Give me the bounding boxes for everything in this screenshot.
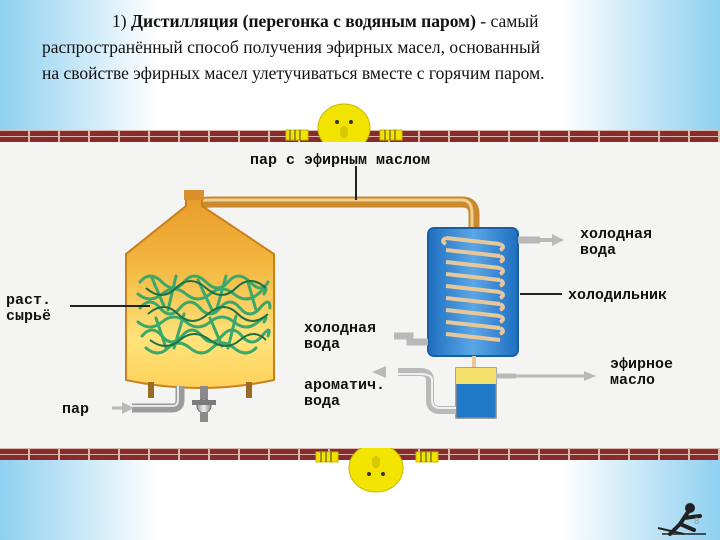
label-cooler: холодильник	[568, 287, 667, 304]
boiler-neck	[184, 190, 204, 200]
label-steam-with-oil: пар с эфирным маслом	[250, 152, 430, 169]
arrow-aromatic-water	[372, 366, 386, 378]
label-steam: пар	[62, 401, 89, 418]
cooling-coil	[441, 236, 505, 342]
label-essential-oil-line1: эфирное	[610, 356, 673, 373]
skater-icon	[657, 503, 706, 536]
diagram-panel: пар с эфирным маслом холодная вода холод…	[0, 142, 720, 448]
label-raw-material-line2: сырьё	[6, 308, 51, 325]
aromatic-water-pipe-highlight	[398, 373, 456, 409]
label-aromatic-water-line2: вода	[304, 393, 340, 410]
label-cold-water-out-line1: холодная	[580, 226, 652, 243]
face-bottom-icon	[315, 448, 439, 493]
label-aromatic-water-line1: ароматич.	[304, 377, 385, 394]
boiler-leg-left	[148, 382, 154, 398]
arrow-steam	[112, 402, 134, 414]
steam-inlet-highlight	[132, 386, 179, 407]
plant-material-dark	[145, 280, 269, 347]
oil-layer	[456, 368, 496, 384]
intro-bold-term: Дистилляция (перегонка с водяным паром)	[130, 11, 476, 31]
aromatic-water-pipe	[398, 368, 456, 414]
intro-text: 1) Дистилляция (перегонка с водяным паро…	[42, 8, 692, 86]
intro-lead: 1)	[112, 11, 131, 31]
label-essential-oil-line2: масло	[610, 372, 655, 389]
intro-line3: на свойстве эфирных масел улетучиваться …	[42, 63, 545, 83]
arrow-essential-oil	[516, 371, 596, 381]
page-number: 8	[694, 516, 700, 526]
boiler-leg-right	[246, 382, 252, 398]
arrow-cold-water-out	[540, 234, 564, 246]
steam-inlet-pipe	[132, 386, 185, 413]
drain-valve	[192, 386, 216, 422]
intro-line2: распространённый способ получения эфирны…	[42, 37, 541, 57]
label-raw-material-line1: раст.	[6, 292, 51, 309]
intro-line1-rest: - самый	[475, 11, 539, 31]
label-cold-water-in-line2: вода	[304, 336, 340, 353]
label-cold-water-in-line1: холодная	[304, 320, 376, 337]
label-cold-water-out-line2: вода	[580, 242, 616, 259]
coolant-inlet-pipe	[394, 332, 428, 346]
distillation-diagram: пар с эфирным маслом холодная вода холод…	[6, 152, 673, 422]
face-top-icon	[285, 103, 403, 142]
